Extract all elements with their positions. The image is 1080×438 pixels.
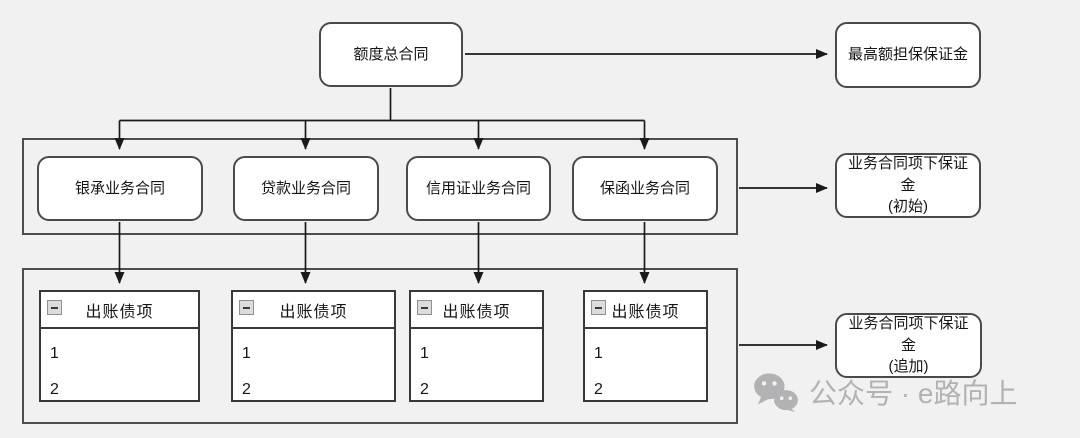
debit-table-3: 出账债项 1 2	[409, 290, 544, 402]
collapse-minus-icon	[239, 300, 254, 315]
node-label: 银承业务合同	[74, 179, 165, 197]
node-quota-master-contract: 额度总合同	[319, 22, 463, 87]
node-contract-margin-initial: 业务合同项下保证金 (初始)	[835, 153, 981, 218]
debit-table-title: 出账债项	[279, 303, 348, 321]
node-label: 保函业务合同	[599, 179, 690, 197]
debit-table-body: 1 2	[585, 329, 706, 408]
debit-table-header: 出账债项	[233, 292, 394, 329]
node-guarantee-letter-contract: 保函业务合同	[572, 156, 718, 221]
node-label-line1: 业务合同项下保证金	[848, 314, 969, 354]
collapse-minus-icon	[417, 300, 432, 315]
node-label: 额度总合同	[353, 45, 429, 63]
node-contract-margin-additional: 业务合同项下保证金 (追加)	[835, 313, 982, 378]
node-label: 最高额担保保证金	[847, 46, 968, 64]
debit-table-1: 出账债项 1 2	[39, 290, 200, 402]
debit-table-body: 1 2	[411, 329, 542, 408]
debit-table-2: 出账债项 1 2	[231, 290, 396, 402]
debit-row: 2	[50, 381, 59, 398]
debit-table-header: 出账债项	[585, 292, 706, 329]
collapse-minus-icon	[591, 300, 606, 315]
debit-table-4: 出账债项 1 2	[583, 290, 708, 402]
debit-row: 2	[594, 381, 603, 398]
debit-table-title: 出账债项	[85, 303, 154, 321]
debit-table-header: 出账债项	[411, 292, 542, 329]
watermark: 公众号 · e路向上	[752, 372, 1017, 412]
debit-table-body: 1 2	[41, 329, 198, 408]
watermark-text: 公众号 · e路向上	[809, 378, 1018, 409]
node-label-line2: (追加)	[888, 358, 929, 376]
node-label-line1: 业务合同项下保证金	[847, 154, 968, 194]
debit-row: 1	[594, 345, 603, 362]
node-bank-acceptance-contract: 银承业务合同	[37, 156, 203, 221]
node-label-line2: (初始)	[888, 198, 928, 216]
debit-row: 2	[242, 381, 251, 398]
debit-row: 2	[420, 381, 429, 398]
debit-table-body: 1 2	[233, 329, 394, 408]
collapse-minus-icon	[47, 300, 62, 315]
wechat-icon	[754, 373, 798, 412]
debit-table-title: 出账债项	[442, 303, 511, 321]
node-letter-of-credit-contract: 信用证业务合同	[406, 156, 551, 221]
node-label: 信用证业务合同	[425, 179, 531, 197]
debit-table-title: 出账债项	[611, 303, 680, 321]
debit-table-header: 出账债项	[41, 292, 198, 329]
debit-items-group-frame	[22, 268, 738, 424]
debit-row: 1	[242, 345, 251, 362]
node-loan-contract: 贷款业务合同	[233, 156, 379, 221]
node-label: 贷款业务合同	[260, 179, 351, 197]
debit-row: 1	[420, 345, 429, 362]
business-contracts-group-frame	[22, 138, 738, 235]
node-max-guarantee-margin: 最高额担保保证金	[835, 22, 981, 88]
debit-row: 1	[50, 345, 59, 362]
